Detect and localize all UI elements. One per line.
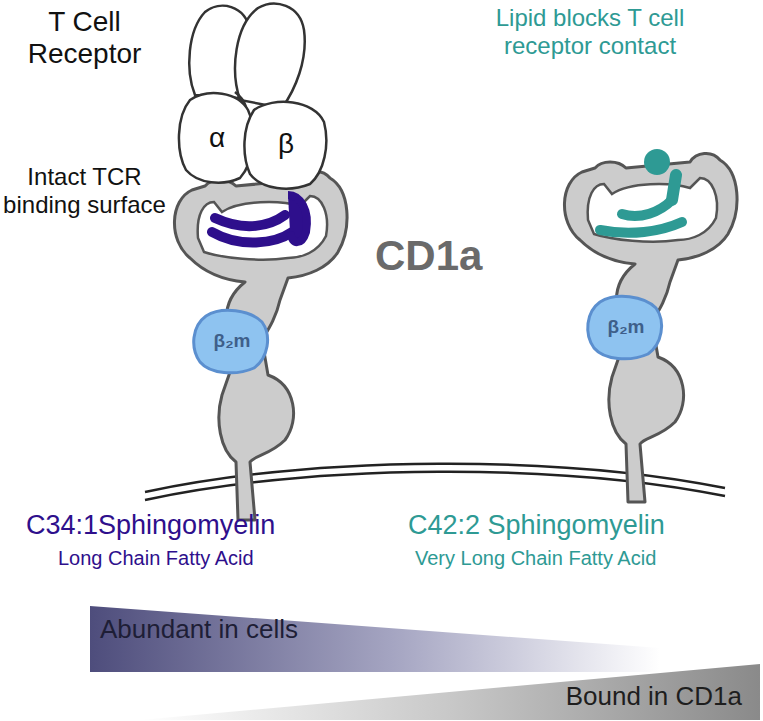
surface-label: Intact TCR binding surface (2, 163, 167, 218)
node-text: α (209, 122, 225, 154)
lipid-subtitle: Long Chain Fatty Acid (58, 547, 388, 570)
lipid-name: C42:2 Sphingomyelin (408, 510, 758, 541)
lipid-subtitle: Very Long Chain Fatty Acid (415, 547, 755, 570)
beta2m-domain: β₂m (586, 294, 666, 360)
node-text: β₂m (608, 316, 645, 338)
blocking-note: Lipid blocks T cell receptor contact (470, 4, 710, 59)
node-text: β (278, 128, 294, 160)
beta2m-domain: β₂m (192, 308, 272, 374)
node-text: β₂m (214, 330, 251, 352)
molecule-name: CD1a (375, 232, 525, 280)
tcr-chain: β (244, 100, 328, 188)
tcr-label: T Cell Receptor (2, 6, 167, 70)
gradient-band: Bound in CD1a (140, 664, 760, 720)
node-text: Bound in CD1a (566, 681, 742, 712)
node-text: Abundant in cells (100, 614, 298, 645)
gradient-band: Abundant in cells (90, 604, 660, 672)
lipid-name: C34:1Sphingomyelin (26, 510, 406, 541)
